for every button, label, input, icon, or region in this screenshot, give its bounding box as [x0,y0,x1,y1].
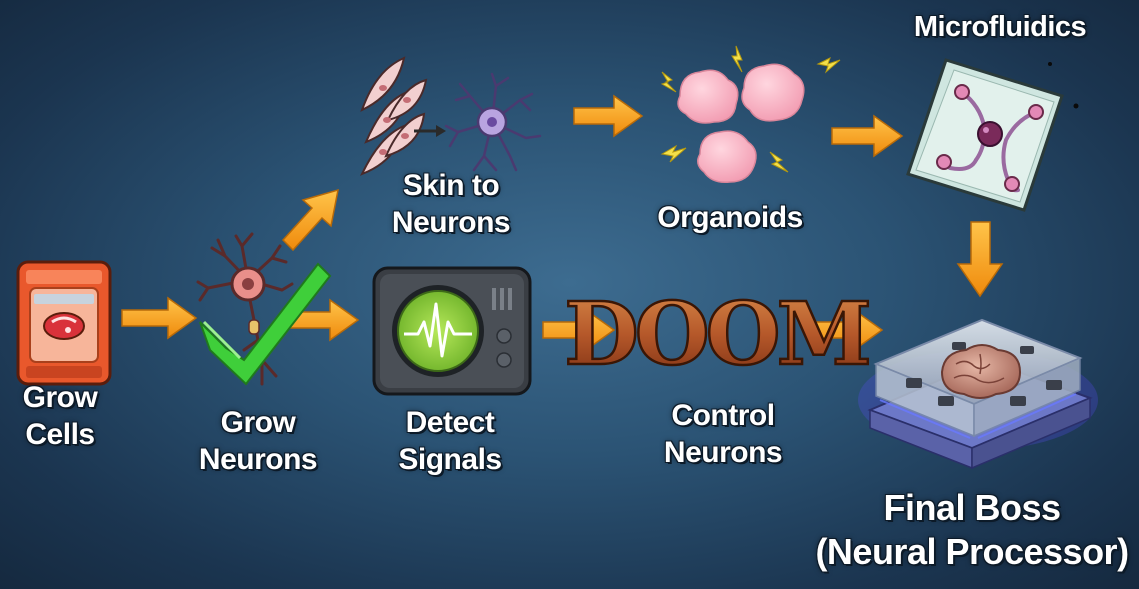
arrow-neurons-to-skin [281,188,339,252]
label-final-boss: Final Boss (Neural Processor) [812,486,1132,574]
grow-cells-line2: Cells [25,417,95,451]
control-neurons-line1: Control [671,399,775,432]
arrow-skin-to-organoids [573,94,644,138]
arrow-grow-cells-to-neurons [121,296,198,340]
small-arrow-icon [414,125,446,137]
skin-to-neurons-line2: Neurons [391,205,511,239]
doom-logo: DOOM [563,283,874,387]
doom-logo-text: DOOM [564,284,868,385]
grow-cells-line1: Grow [22,381,98,414]
organoids-icon [677,63,805,184]
organoids-text: Organoids [657,201,803,234]
label-grow-neurons: Grow Neurons [188,405,328,478]
microfluidic-chip-icon [906,58,1079,212]
label-control-neurons: Control Neurons [648,398,798,471]
purple-neuron-icon [444,72,542,172]
skin-to-neurons-line1: Skin to [402,169,500,202]
detect-signals-line2: Signals [398,442,502,476]
signal-monitor-icon [372,266,532,396]
arrow-neurons-to-detect [286,298,360,342]
detect-signals-line1: Detect [405,406,495,439]
label-microfluidics: Microfluidics [896,10,1104,45]
label-detect-signals: Detect Signals [380,405,520,478]
sparkle-icon [660,45,841,173]
label-skin-to-neurons: Skin to Neurons [380,168,522,241]
arrow-organoids-to-microfluidics [831,114,904,158]
neural-processor-icon [858,318,1098,470]
microfluidics-text: Microfluidics [913,11,1087,43]
label-organoids: Organoids [640,200,820,237]
checkmark-icon [199,262,332,386]
arrow-doom-to-final [811,308,884,352]
skin-cells-icon [360,56,428,176]
arrow-detect-to-control [542,308,616,352]
final-boss-line2: (Neural Processor) [815,530,1129,572]
arrow-microfluidics-to-final [956,221,1004,298]
control-neurons-line2: Neurons [663,435,783,469]
grow-neurons-line1: Grow [220,406,296,439]
cell-culture-flask-icon [16,260,112,386]
label-grow-cells: Grow Cells [6,380,114,453]
grow-neurons-line2: Neurons [198,442,318,476]
final-boss-line1: Final Boss [883,487,1061,528]
